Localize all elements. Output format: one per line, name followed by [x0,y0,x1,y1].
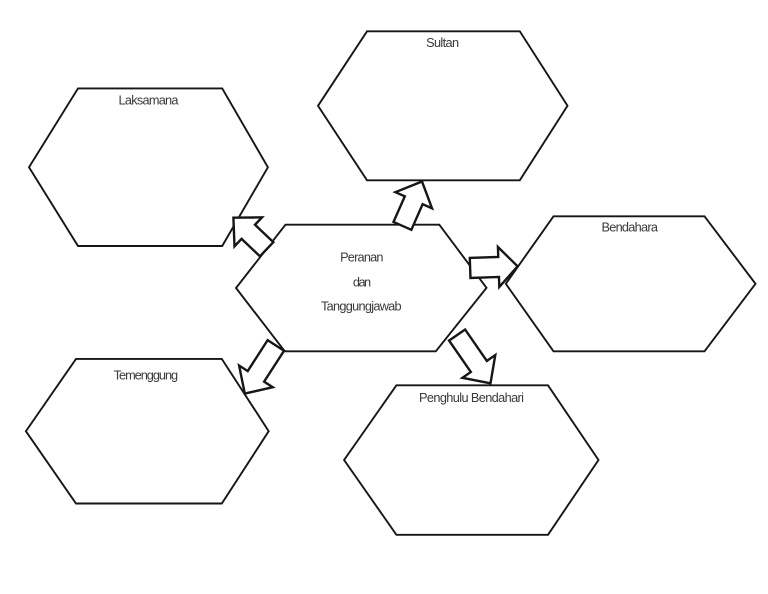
svg-text:Peranan: Peranan [340,249,383,264]
svg-text:Temenggung: Temenggung [114,368,179,383]
svg-text:Bendahara: Bendahara [601,219,658,234]
svg-text:Laksamana: Laksamana [119,92,180,107]
svg-text:dan: dan [353,275,371,290]
svg-text:Penghulu Bendahari: Penghulu Bendahari [419,390,524,405]
svg-text:Tanggungjawab: Tanggungjawab [321,299,402,314]
svg-text:Sultan: Sultan [426,35,459,50]
